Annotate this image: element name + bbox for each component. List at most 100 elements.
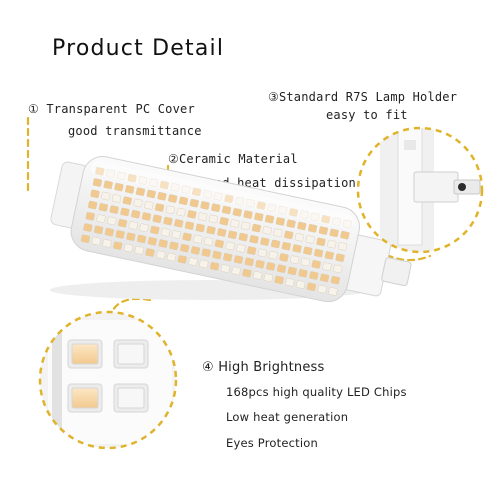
led-chip <box>273 228 283 237</box>
led-chip <box>171 230 181 239</box>
led-chip <box>292 244 302 253</box>
led-chip <box>116 171 126 181</box>
led-chip <box>233 255 244 264</box>
led-chip <box>95 167 105 176</box>
led-chip <box>92 178 103 187</box>
led-chip <box>166 252 177 262</box>
led-chip <box>242 268 252 278</box>
led-chip <box>122 196 132 205</box>
brightness-heading-text: High Brightness <box>218 360 325 375</box>
led-chip <box>221 205 232 215</box>
led-chip <box>114 182 124 192</box>
led-chip <box>98 203 109 212</box>
lamp-holder-zoom <box>356 126 484 254</box>
led-chip <box>274 275 284 285</box>
led-chip <box>169 241 179 251</box>
led-chip <box>220 264 230 273</box>
led-chip <box>262 226 272 235</box>
led-chip <box>105 169 116 178</box>
led-chip <box>295 280 306 289</box>
led-chip <box>331 217 342 226</box>
led-chip <box>337 242 348 251</box>
led-chip <box>270 239 281 249</box>
led-chip <box>131 209 141 219</box>
led-chip <box>298 269 308 278</box>
led-chip <box>178 196 189 206</box>
led-chip <box>134 245 144 255</box>
brightness-line-3: Eyes Protection <box>226 436 318 450</box>
led-chip <box>85 212 95 221</box>
led-chip <box>286 219 296 228</box>
led-chip <box>107 216 117 226</box>
led-chip <box>188 257 198 266</box>
led-chip <box>90 189 100 199</box>
led-chip <box>236 244 246 253</box>
led-chip <box>281 241 291 251</box>
led-chip <box>321 215 331 224</box>
led-chip <box>279 253 289 262</box>
led-chip <box>184 221 195 230</box>
led-chip <box>297 221 307 231</box>
led-chip <box>324 251 334 260</box>
led-chip <box>285 277 295 287</box>
led-chip <box>158 239 168 248</box>
led-chip <box>191 187 202 197</box>
led-chip <box>249 235 259 244</box>
brightness-line-1: 168pcs high quality LED Chips <box>226 385 407 399</box>
led-chip <box>165 205 175 215</box>
led-chip <box>127 173 137 183</box>
led-chip <box>306 282 317 292</box>
led-chip <box>148 178 159 188</box>
led-chip <box>288 208 299 217</box>
led-chip <box>294 232 305 242</box>
led-chip <box>187 210 197 219</box>
led-chip <box>333 264 343 274</box>
led-chip <box>254 212 264 222</box>
led-chip <box>156 250 166 260</box>
led-chip <box>111 194 122 203</box>
led-chip <box>213 192 223 201</box>
led-chip <box>201 248 211 257</box>
led-chip <box>330 275 340 285</box>
led-chip <box>128 221 138 230</box>
led-chip <box>232 208 242 217</box>
led-chip <box>177 255 187 264</box>
led-chip <box>117 218 128 228</box>
led-chip <box>300 257 311 267</box>
feature-holder-heading: ③Standard R7S Lamp Holder <box>268 90 458 104</box>
led-chip <box>318 226 329 235</box>
brightness-marker: ④ <box>202 360 214 375</box>
led-chip <box>260 237 270 246</box>
led-chip <box>278 205 288 215</box>
led-chip <box>180 243 190 253</box>
led-chip <box>91 236 101 246</box>
led-chip <box>170 183 180 192</box>
led-chip <box>342 219 352 229</box>
led-chip <box>96 214 106 223</box>
led-chip <box>264 214 275 224</box>
led-chip <box>104 227 115 237</box>
led-chip <box>238 232 248 242</box>
led-chip <box>227 230 238 240</box>
led-chip <box>154 203 165 212</box>
led-chip <box>115 230 125 239</box>
led-chip <box>174 219 184 228</box>
led-chip <box>246 246 257 255</box>
brightness-line-2: Low heat generation <box>226 410 349 424</box>
led-chip <box>244 257 254 267</box>
led-chip <box>327 239 337 249</box>
led-chip <box>138 176 148 185</box>
led-chip <box>208 214 219 224</box>
led-chip <box>287 266 297 276</box>
led-chip <box>266 262 276 271</box>
led-chip <box>303 246 313 256</box>
page-title: Product Detail <box>52 36 225 61</box>
led-chip <box>195 223 205 233</box>
led-chip <box>214 239 225 249</box>
led-chip <box>313 248 324 258</box>
led-chip <box>139 223 149 233</box>
led-chip <box>182 232 192 242</box>
led-chip <box>87 200 98 210</box>
led-chip <box>311 260 321 269</box>
